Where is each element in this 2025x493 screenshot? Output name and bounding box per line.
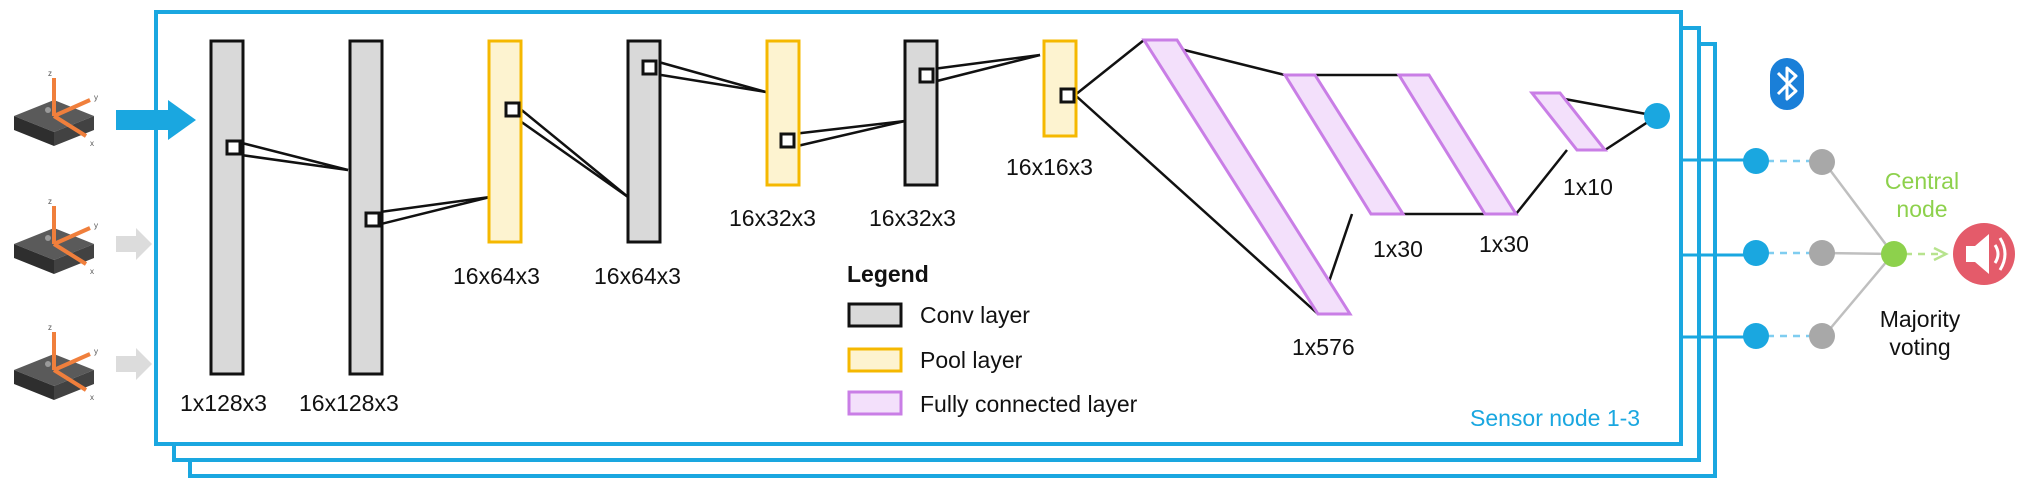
bluetooth-icon — [1770, 58, 1804, 110]
layer-label: 16x128x3 — [299, 390, 399, 416]
legend-swatch-pool — [847, 347, 903, 373]
layer-label: 1x128x3 — [180, 390, 267, 416]
layer-label: 1x30 — [1479, 231, 1529, 257]
layer-label: 16x64x3 — [453, 263, 540, 289]
central-node — [1881, 241, 1907, 267]
conv-layer — [903, 39, 939, 187]
speaker-alarm-icon — [1953, 223, 2015, 285]
sensor-imu-icon — [12, 67, 100, 150]
layer-label: 1x10 — [1563, 174, 1613, 200]
pool-layer — [765, 39, 801, 187]
central-node-label-line1: Central — [1885, 168, 1959, 194]
conv-layer — [209, 39, 245, 376]
pool-layer — [487, 39, 523, 244]
fc-layer — [1396, 73, 1519, 216]
output-node — [1644, 103, 1670, 129]
sensor-node-label: Sensor node 1-3 — [1470, 405, 1640, 431]
pool-layer — [1042, 39, 1078, 138]
legend-swatch-conv — [847, 302, 903, 328]
legend-swatch-fc — [847, 390, 903, 416]
fc-layer — [1282, 73, 1406, 216]
layer-label: 16x32x3 — [729, 205, 816, 231]
fc-layer — [1141, 38, 1353, 316]
layer-label: 16x16x3 — [1006, 154, 1093, 180]
layer-label: 1x576 — [1292, 334, 1355, 360]
legend-label-conv: Conv layer — [920, 302, 1030, 328]
sensor-imu-icon — [12, 195, 100, 278]
input-arrow-inactive — [116, 228, 152, 260]
layer-label: 16x64x3 — [594, 263, 681, 289]
layer-label: 16x32x3 — [869, 205, 956, 231]
central-node-label-line2: node — [1896, 196, 1947, 222]
majority-voting-label-line2: voting — [1889, 334, 1950, 360]
layer-label: 1x30 — [1373, 236, 1423, 262]
legend-label-fc: Fully connected layer — [920, 391, 1138, 417]
legend: Legend Conv layer Pool layer Fully conne… — [847, 261, 1138, 417]
input-arrow-inactive — [116, 348, 152, 380]
majority-voting-label-line1: Majority — [1880, 306, 1961, 332]
kernel-markers — [225, 59, 1076, 228]
legend-label-pool: Pool layer — [920, 347, 1023, 373]
legend-title: Legend — [847, 261, 929, 287]
central-node-network — [1683, 148, 1949, 349]
layer-labels: 1x128x3 16x128x3 16x64x3 16x64x3 16x32x3… — [180, 154, 1613, 416]
sensor-imu-icon — [12, 321, 100, 404]
conv-layer — [348, 39, 384, 376]
input-arrow-active — [116, 100, 196, 140]
fc-layer — [1528, 91, 1609, 152]
